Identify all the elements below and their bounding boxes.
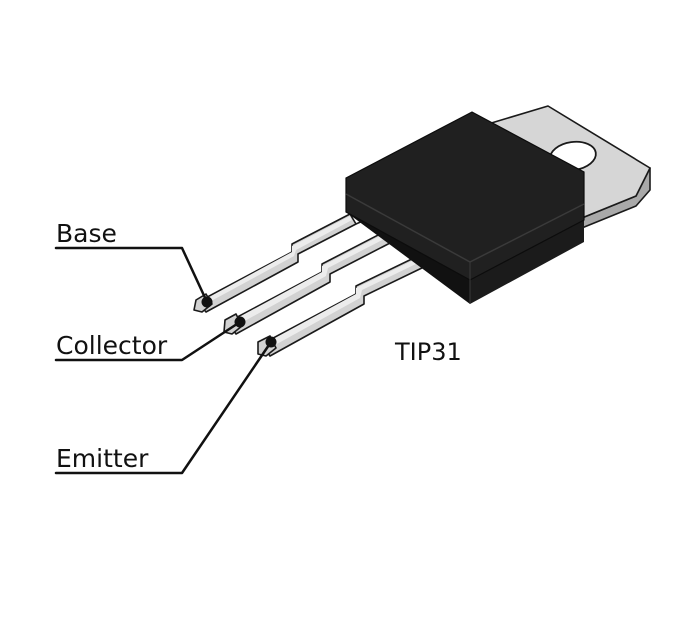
part-number-label: TIP31 (394, 338, 462, 366)
collector-leader-line (54, 320, 242, 362)
emitter-leader-line (54, 340, 273, 475)
body-top (345, 111, 585, 281)
base-label: Base (56, 219, 117, 248)
body-front (470, 220, 584, 304)
base-leader-line (54, 246, 209, 304)
emitter-label: Emitter (56, 444, 149, 473)
collector-label: Collector (56, 331, 168, 360)
transistor-body (345, 111, 585, 304)
